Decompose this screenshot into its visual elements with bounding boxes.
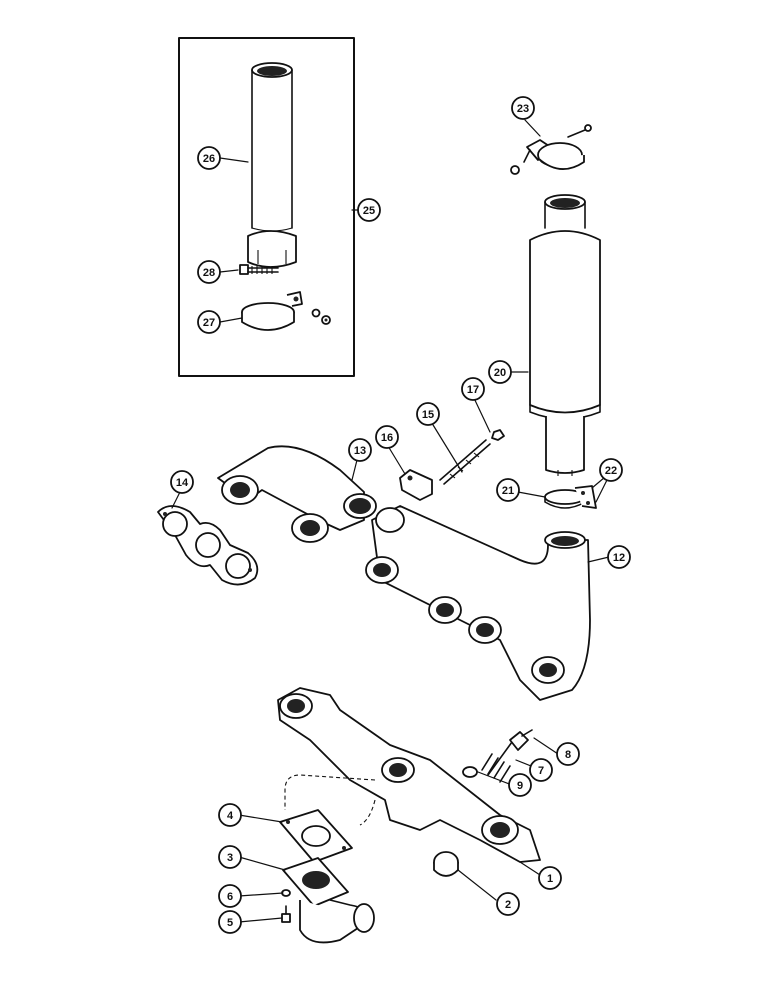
callout-16: 16 (375, 425, 399, 449)
svg-text:4: 4 (227, 810, 234, 822)
assembly-dashed-line (284, 774, 376, 826)
svg-text:13: 13 (354, 445, 366, 457)
callout-25: 25 (357, 198, 381, 222)
flange-gasket (279, 809, 353, 863)
muffler (529, 194, 601, 476)
callout-14: 14 (170, 470, 194, 494)
svg-text:12: 12 (613, 552, 625, 564)
clamp-bolt (239, 264, 279, 275)
intake-manifold (277, 687, 541, 863)
svg-text:1: 1 (547, 873, 553, 885)
callout-2: 2 (496, 892, 520, 916)
callout-13: 13 (348, 438, 372, 462)
callout-15: 15 (416, 402, 440, 426)
exhaust-elbow (282, 857, 375, 944)
callout-26: 26 (197, 146, 221, 170)
callout-9: 9 (508, 773, 532, 797)
manifold-gasket (157, 505, 259, 586)
svg-text:6: 6 (227, 891, 233, 903)
callout-12: 12 (607, 545, 631, 569)
heat-valve-ring (462, 766, 478, 778)
sealing-ring (433, 851, 459, 877)
callout-17: 17 (461, 377, 485, 401)
svg-text:7: 7 (538, 765, 544, 777)
svg-text:25: 25 (363, 205, 375, 217)
tailpipe (247, 62, 297, 268)
callout-27: 27 (197, 310, 221, 334)
stud-nut (491, 429, 505, 441)
svg-text:17: 17 (467, 384, 479, 396)
callout-5: 5 (218, 910, 242, 934)
callout-20: 20 (488, 360, 512, 384)
callout-28: 28 (197, 260, 221, 284)
svg-text:5: 5 (227, 917, 233, 929)
exhaust-clamp (241, 291, 331, 331)
rain-cap (510, 124, 592, 175)
svg-text:27: 27 (203, 317, 215, 329)
heat-valve-spring (481, 729, 533, 783)
svg-text:26: 26 (203, 153, 215, 165)
svg-text:16: 16 (381, 432, 393, 444)
elbow-bolt (281, 905, 291, 923)
svg-text:14: 14 (176, 477, 189, 489)
svg-text:21: 21 (502, 485, 514, 497)
callout-22: 22 (599, 458, 623, 482)
svg-text:22: 22 (605, 465, 617, 477)
callout-3: 3 (218, 845, 242, 869)
exhaust-manifold-front (365, 505, 591, 701)
svg-text:3: 3 (227, 852, 233, 864)
exhaust-manifold-rear (217, 445, 377, 543)
callout-8: 8 (556, 742, 580, 766)
svg-text:15: 15 (422, 409, 434, 421)
svg-text:2: 2 (505, 899, 511, 911)
muffler-clamp (544, 485, 597, 509)
callout-21: 21 (496, 478, 520, 502)
callout-4: 4 (218, 803, 242, 827)
inset-box (178, 37, 355, 377)
callout-1: 1 (538, 866, 562, 890)
svg-text:8: 8 (565, 749, 571, 761)
manifold-clamp (399, 469, 433, 501)
callout-7: 7 (529, 758, 553, 782)
callout-23: 23 (511, 96, 535, 120)
leader-lines (171, 119, 612, 923)
svg-text:23: 23 (517, 103, 529, 115)
stud (439, 439, 491, 485)
svg-text:9: 9 (517, 780, 523, 792)
callout-6: 6 (218, 884, 242, 908)
svg-text:20: 20 (494, 367, 506, 379)
svg-text:28: 28 (203, 267, 215, 279)
